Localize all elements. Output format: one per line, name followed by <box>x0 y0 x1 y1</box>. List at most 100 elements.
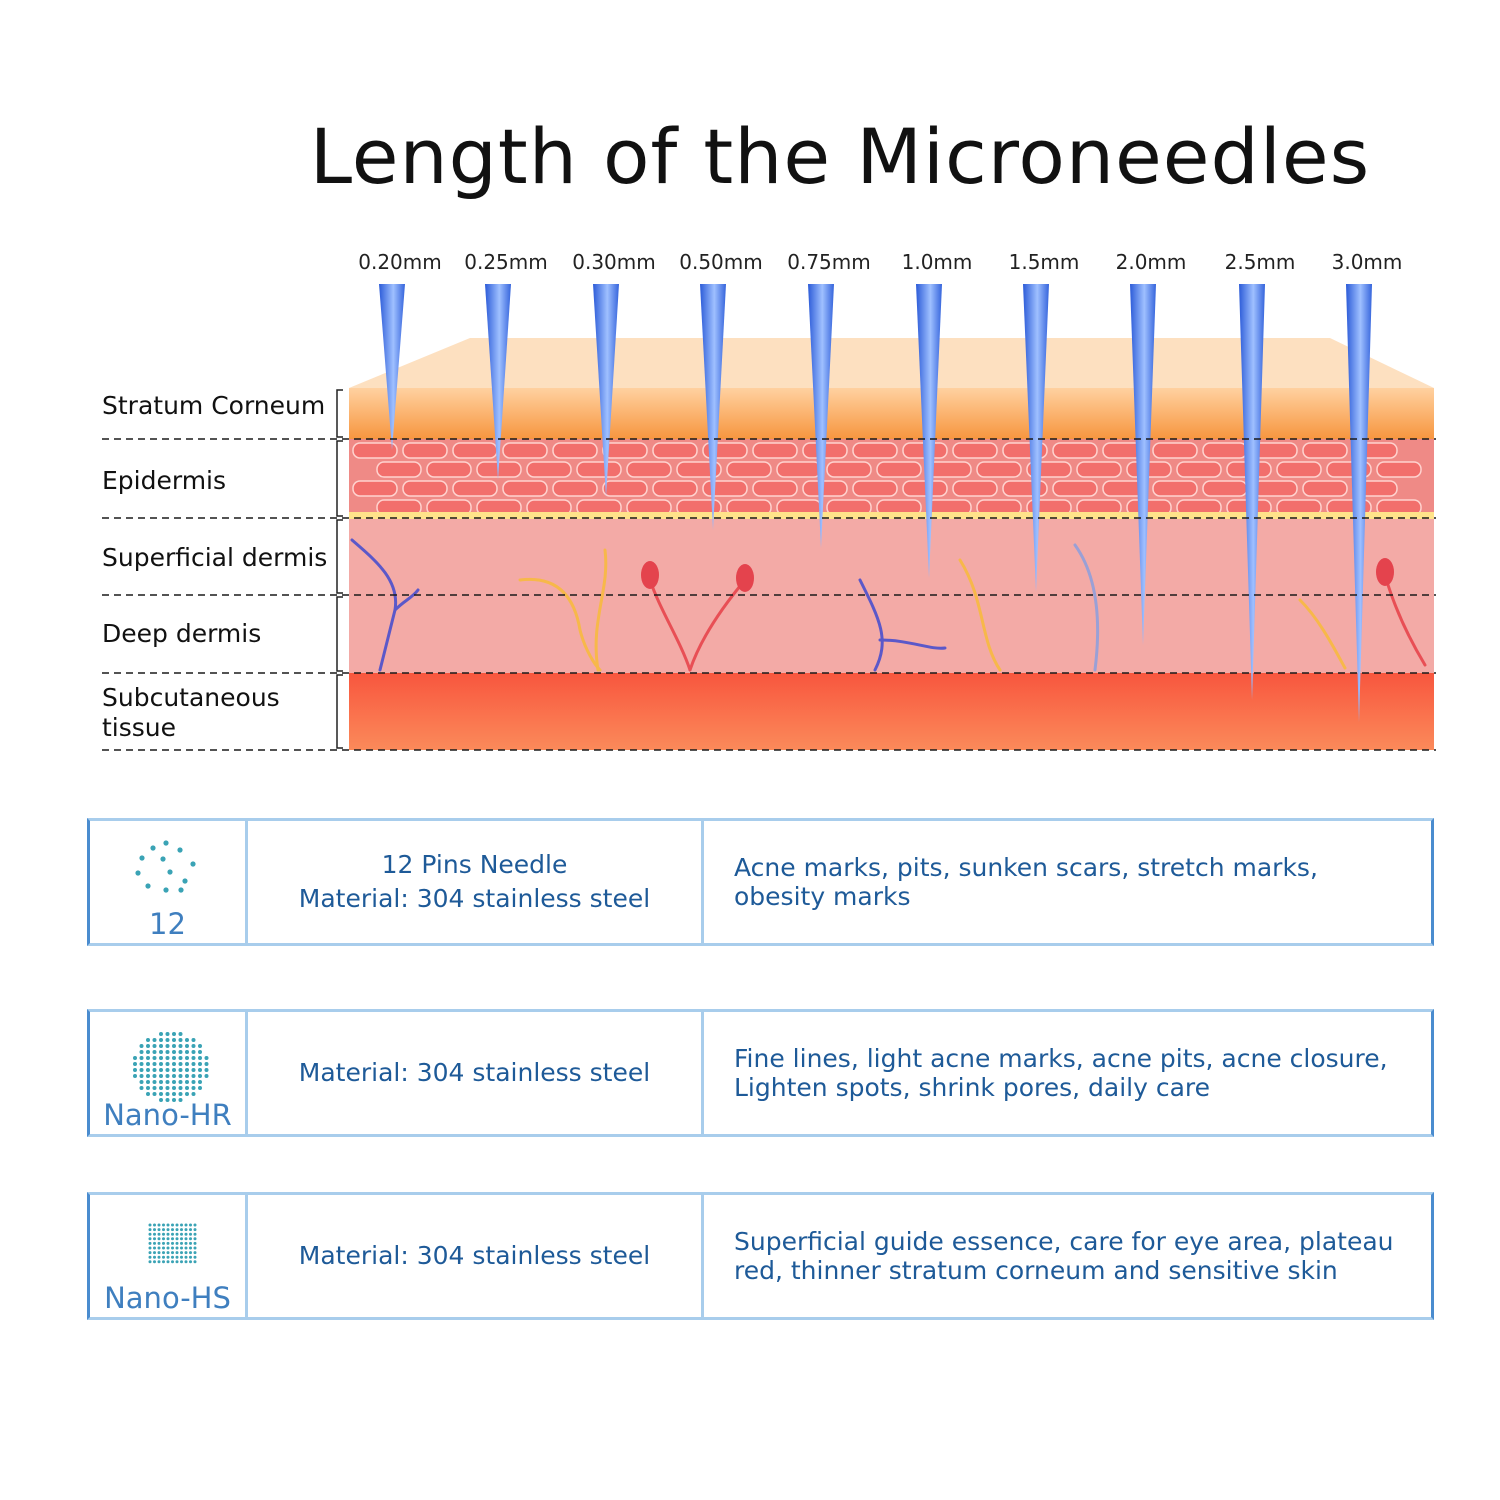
nano-dot <box>198 1086 202 1090</box>
nano-dot <box>191 1092 196 1096</box>
epidermis-cell <box>776 461 822 478</box>
epidermis-cell <box>376 461 422 478</box>
nano-dot <box>153 1260 156 1264</box>
pin-dot <box>135 870 141 876</box>
needle-length-label: 3.0mm <box>1331 250 1403 274</box>
nano-dot <box>185 1044 189 1048</box>
nano-dot <box>152 1044 157 1048</box>
nano-dot <box>166 1228 170 1232</box>
nano-dot <box>172 1074 176 1078</box>
nano-dot <box>184 1246 188 1250</box>
nano-dot <box>191 1080 196 1084</box>
nano-dot <box>178 1098 183 1102</box>
needle-0.30mm <box>593 284 619 497</box>
nano-dot <box>172 1038 176 1042</box>
nano-dot <box>152 1086 157 1090</box>
nano-dot <box>193 1255 197 1259</box>
epidermis-cell <box>652 442 698 459</box>
epidermis-cell <box>402 442 448 459</box>
nano-dot <box>171 1246 174 1250</box>
epidermis-cell <box>502 480 548 497</box>
nano-dot <box>148 1246 152 1250</box>
epidermis-cell <box>1202 442 1248 459</box>
nano-dot <box>191 1056 196 1060</box>
hair-follicle <box>1376 558 1394 586</box>
hair-follicle <box>641 561 659 589</box>
epidermis-cell <box>1152 480 1198 497</box>
nano-dot <box>191 1038 196 1042</box>
layer-label: Subcutaneous tissue <box>102 683 280 742</box>
nano-dot <box>159 1074 163 1078</box>
nano-dot <box>189 1255 192 1259</box>
nano-dot <box>180 1237 183 1241</box>
nano-dot <box>166 1251 170 1255</box>
nano-dot <box>184 1251 188 1255</box>
product-description-cell: Fine lines, light acne marks, acne pits,… <box>704 1012 1431 1134</box>
nano-dot <box>148 1223 152 1227</box>
epidermis-cell <box>1252 480 1298 497</box>
nano-dot <box>152 1068 157 1072</box>
nano-dot <box>159 1080 163 1084</box>
layer-label: Superficial dermis <box>102 543 328 572</box>
nano-dot <box>171 1260 174 1264</box>
epidermis-cell <box>352 442 398 459</box>
product-spec-cell: Material: 304 stainless steel <box>248 1195 704 1317</box>
needle-0.20mm <box>379 284 405 450</box>
nano-dot <box>171 1228 174 1232</box>
nano-dot <box>153 1232 156 1236</box>
nano-dot <box>162 1246 165 1250</box>
hair-follicle <box>736 564 754 592</box>
product-material: Material: 304 stainless steel <box>298 1241 651 1270</box>
needle-length-label: 0.20mm <box>358 250 442 274</box>
nano-dot <box>171 1223 174 1227</box>
nano-dot <box>148 1251 152 1255</box>
nano-dot <box>175 1232 179 1236</box>
nano-dot <box>180 1255 183 1259</box>
epidermis-cell <box>726 461 772 478</box>
nano-dot <box>198 1074 202 1078</box>
layer-bracket <box>336 389 343 438</box>
layer-bracket <box>336 596 343 672</box>
nano-dot <box>184 1241 188 1245</box>
page-title: Length of the Microneedles <box>309 112 1371 201</box>
nano-dot <box>152 1062 157 1066</box>
nano-dot <box>165 1038 170 1042</box>
product-description-cell: Acne marks, pits, sunken scars, stretch … <box>704 821 1431 943</box>
nano-dot <box>159 1044 163 1048</box>
vessel-line <box>688 578 747 672</box>
nano-dot <box>184 1228 188 1232</box>
nano-dot <box>191 1044 196 1048</box>
vessel-line <box>858 578 884 672</box>
nano-dot <box>185 1068 189 1072</box>
nano-dot <box>180 1260 183 1264</box>
nano-dot <box>178 1062 183 1066</box>
epidermis-cell <box>402 480 448 497</box>
nano-dot <box>166 1260 170 1264</box>
needle-2.0mm <box>1130 284 1156 645</box>
nano-dot <box>198 1044 202 1048</box>
nano-dot <box>159 1062 163 1066</box>
nano-dot <box>180 1251 183 1255</box>
product-spec-cell: Material: 304 stainless steel <box>248 1012 704 1134</box>
nano-dot <box>193 1228 197 1232</box>
epidermis-cell <box>1202 480 1248 497</box>
nano-dot <box>172 1044 176 1048</box>
epidermis-cell <box>1376 461 1422 478</box>
layer-label: Deep dermis <box>102 619 262 648</box>
nano-dot <box>184 1237 188 1241</box>
epidermis-cell <box>1052 442 1098 459</box>
nano-dot <box>165 1062 170 1066</box>
product-icon-cell: 12 <box>90 821 248 943</box>
product-caption: Nano-HR <box>103 1098 232 1132</box>
nano-dot <box>152 1050 157 1054</box>
nano-dot <box>146 1050 150 1054</box>
nano-dot <box>148 1228 152 1232</box>
nano-dot <box>166 1223 170 1227</box>
product-material: Material: 304 stainless steel <box>298 884 651 913</box>
needle-length-label: 0.30mm <box>572 250 656 274</box>
nano-dot <box>139 1044 144 1048</box>
vessel-line <box>393 588 420 612</box>
nano-dot <box>165 1056 170 1060</box>
nano-dot <box>157 1246 161 1250</box>
